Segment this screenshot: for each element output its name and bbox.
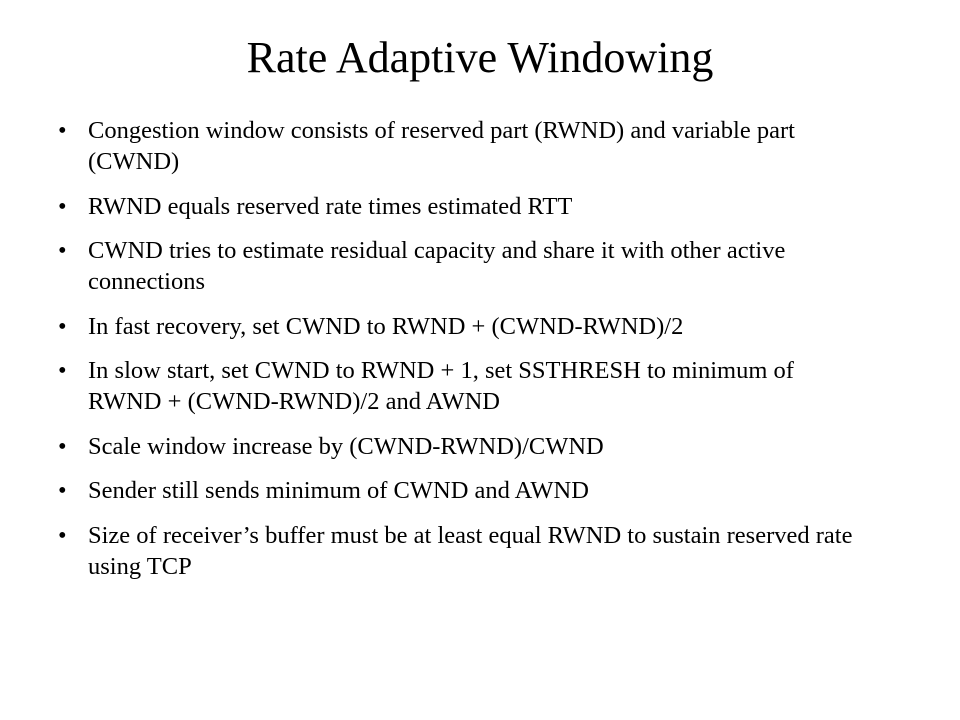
bullet-dot-icon: •	[58, 477, 67, 504]
bullet-dot-icon: •	[58, 117, 67, 144]
bullet-text: Scale window increase by (CWND-RWND)/CWN…	[88, 432, 604, 460]
bullet-dot-icon: •	[58, 357, 67, 384]
bullet-item: • Congestion window consists of reserved…	[0, 115, 960, 177]
bullet-list: • Congestion window consists of reserved…	[0, 115, 960, 595]
bullet-dot-icon: •	[58, 237, 67, 264]
bullet-item: • RWND equals reserved rate times estima…	[0, 191, 960, 222]
bullet-text: Congestion window consists of reserved p…	[88, 117, 795, 175]
bullet-dot-icon: •	[58, 521, 67, 549]
bullet-text: Size of receiver’s buffer must be at lea…	[88, 521, 853, 580]
bullet-text: In slow start, set CWND to RWND + 1, set…	[88, 357, 794, 415]
bullet-item: • Scale window increase by (CWND-RWND)/C…	[0, 431, 960, 462]
bullet-item: • In fast recovery, set CWND to RWND + (…	[0, 311, 960, 342]
bullet-item: • In slow start, set CWND to RWND + 1, s…	[0, 355, 960, 417]
bullet-item: • CWND tries to estimate residual capaci…	[0, 235, 960, 297]
bullet-item: • Size of receiver’s buffer must be at l…	[0, 520, 960, 582]
bullet-text: In fast recovery, set CWND to RWND + (CW…	[88, 312, 684, 340]
bullet-text: Sender still sends minimum of CWND and A…	[88, 477, 589, 504]
bullet-dot-icon: •	[58, 192, 67, 220]
bullet-text: CWND tries to estimate residual capacity…	[88, 237, 786, 295]
bullet-dot-icon: •	[58, 432, 67, 460]
bullet-item: • Sender still sends minimum of CWND and…	[0, 475, 960, 506]
bullet-dot-icon: •	[58, 312, 67, 340]
slide-title: Rate Adaptive Windowing	[246, 33, 714, 82]
bullet-text: RWND equals reserved rate times estimate…	[88, 192, 573, 220]
